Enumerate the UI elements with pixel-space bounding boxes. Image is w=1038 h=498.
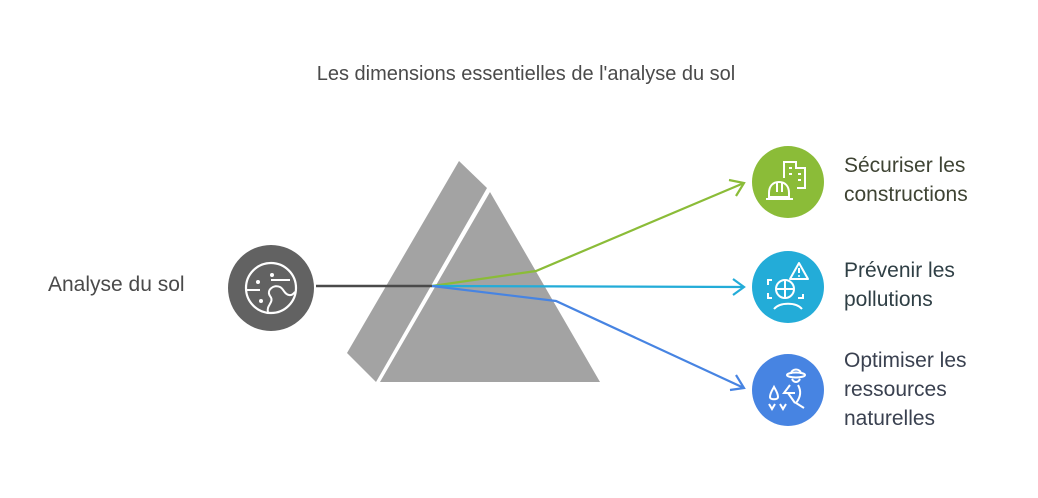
pollution-warning-globe-icon xyxy=(752,251,824,323)
arrowhead-cyan xyxy=(732,278,746,296)
output-label-line: naturelles xyxy=(844,407,936,430)
beam-cyan xyxy=(431,284,745,289)
arrowhead-blue xyxy=(729,374,746,392)
output-label-line: pollutions xyxy=(844,288,933,311)
output-label-ressources: Optimiser les ressources naturelles xyxy=(844,346,967,433)
diagram-title: Les dimensions essentielles de l'analyse… xyxy=(316,63,736,85)
output-label-line: Sécuriser les xyxy=(844,154,966,177)
output-label-constructions: Sécuriser les constructions xyxy=(844,151,968,209)
farmer-planting-icon xyxy=(752,354,824,426)
beam-green xyxy=(431,181,745,288)
construction-helmet-building-icon xyxy=(752,146,824,218)
output-label-line: Prévenir les xyxy=(844,259,955,282)
output-label-line: constructions xyxy=(844,183,968,206)
soil-globe-icon xyxy=(228,245,314,331)
prism-slab xyxy=(347,161,487,382)
output-label-pollutions: Prévenir les pollutions xyxy=(844,256,955,314)
beam-blue xyxy=(431,284,745,389)
output-label-line: ressources xyxy=(844,378,947,401)
arrowhead-green xyxy=(728,178,746,197)
input-label: Analyse du sol xyxy=(48,273,185,296)
output-label-line: Optimiser les xyxy=(844,349,967,372)
